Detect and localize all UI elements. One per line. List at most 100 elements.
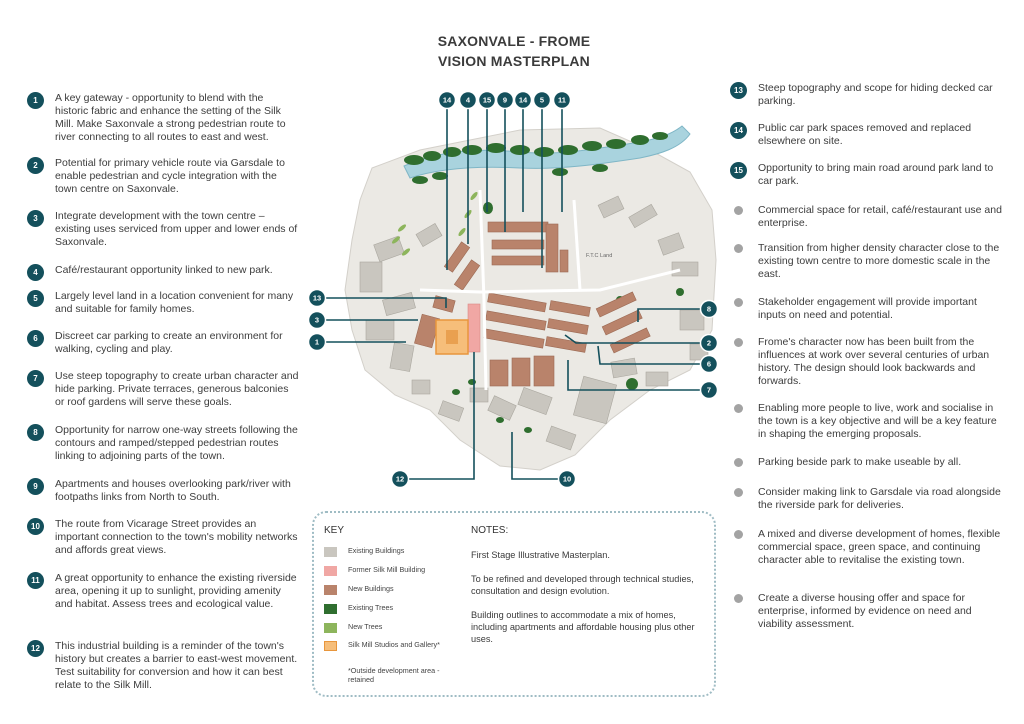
bullet-dot-icon — [734, 244, 743, 253]
map-marker-8[interactable]: 8 — [699, 299, 719, 319]
map-marker-11[interactable]: 11 — [552, 90, 572, 110]
notes-paragraph-1: First Stage Illustrative Masterplan. — [471, 550, 610, 560]
map-marker-1[interactable]: 1 — [307, 332, 327, 352]
title-line-2: VISION MASTERPLAN — [438, 53, 590, 69]
note-text: Largely level land in a location conveni… — [55, 290, 294, 315]
note-number-badge: 11 — [27, 572, 44, 589]
existing-trees — [404, 132, 684, 433]
map-marker-6[interactable]: 6 — [699, 354, 719, 374]
note-text: The route from Vicarage Street provides … — [55, 518, 298, 556]
page-title: SAXONVALE - FROME VISION MASTERPLAN — [330, 31, 698, 71]
note-text: Opportunity for narrow one-way streets f… — [55, 424, 298, 462]
key-swatch — [324, 641, 337, 651]
svg-text:9: 9 — [503, 96, 507, 105]
note-number-badge: 9 — [27, 478, 44, 495]
map-marker-14b[interactable]: 14 — [513, 90, 533, 110]
note-text: Steep topography and scope for hiding de… — [758, 82, 993, 107]
svg-text:15: 15 — [483, 96, 491, 105]
map-marker-7[interactable]: 7 — [699, 380, 719, 400]
bullet-dot-icon — [734, 404, 743, 413]
note-number-badge: 1 — [27, 92, 44, 109]
note-text: Use steep topography to create urban cha… — [55, 370, 299, 408]
map-marker-14a[interactable]: 14 — [437, 90, 457, 110]
svg-text:11: 11 — [558, 96, 566, 105]
svg-text:10: 10 — [563, 475, 571, 484]
svg-text:3: 3 — [315, 316, 319, 325]
svg-text:14: 14 — [519, 96, 528, 105]
note-item: A mixed and diverse development of homes… — [730, 528, 1002, 567]
svg-text:6: 6 — [707, 360, 711, 369]
title-line-1: SAXONVALE - FROME — [437, 33, 591, 49]
note-text: Commercial space for retail, café/restau… — [758, 204, 1002, 229]
note-text: Integrate development with the town cent… — [55, 210, 298, 248]
key-swatch — [324, 623, 337, 633]
note-text: Discreet car parking to create an enviro… — [55, 330, 283, 355]
note-text: Enabling more people to live, work and s… — [758, 402, 997, 440]
marker-leaders — [317, 100, 709, 480]
note-text: A great opportunity to enhance the exist… — [55, 572, 297, 610]
note-number-badge: 8 — [27, 424, 44, 441]
map-marker-3[interactable]: 3 — [307, 310, 327, 330]
key-swatch — [324, 585, 337, 595]
svg-text:13: 13 — [313, 294, 321, 303]
bullet-dot-icon — [734, 206, 743, 215]
note-text: Frome's character now has been built fro… — [758, 336, 990, 387]
map-marker-13[interactable]: 13 — [307, 288, 327, 308]
ftc-land-label: F.T.C Land — [586, 253, 612, 259]
former-silk-mill — [467, 303, 481, 353]
map-marker-15[interactable]: 15 — [477, 90, 497, 110]
note-number-badge: 13 — [730, 82, 747, 99]
note-item: Stakeholder engagement will provide impo… — [730, 296, 1002, 322]
note-text: Transition from higher density character… — [758, 242, 1000, 280]
map-markers: 14 4 15 9 14 5 11 13 3 1 8 2 6 7 12 10 — [307, 90, 719, 489]
key-label: Existing Trees — [348, 603, 394, 612]
bullet-dot-icon — [734, 488, 743, 497]
notes-paragraph-2: To be refined and developed through tech… — [471, 574, 694, 596]
note-item: Commercial space for retail, café/restau… — [730, 204, 1002, 230]
note-item: Create a diverse housing offer and space… — [730, 592, 1002, 631]
key-label: Former Silk Mill Building — [348, 565, 426, 574]
note-text: Consider making link to Garsdale via roa… — [758, 486, 1001, 511]
note-item: 5 Largely level land in a location conven… — [27, 290, 299, 316]
key-swatch — [324, 547, 337, 557]
note-item: 1 A key gateway - opportunity to blend wi… — [27, 92, 299, 144]
note-text: Create a diverse housing offer and space… — [758, 592, 972, 630]
note-number-badge: 12 — [27, 640, 44, 657]
key-swatch — [324, 604, 337, 614]
map-marker-10[interactable]: 10 — [557, 469, 577, 489]
notes-title: NOTES: — [471, 525, 509, 536]
key-label: New Trees — [348, 622, 383, 631]
key-swatch — [324, 566, 337, 576]
note-text: A mixed and diverse development of homes… — [758, 528, 1001, 566]
key-label: New Buildings — [348, 584, 394, 593]
silk-mill-studios — [435, 319, 469, 355]
map-marker-2[interactable]: 2 — [699, 333, 719, 353]
bullet-dot-icon — [734, 458, 743, 467]
map-marker-4[interactable]: 4 — [458, 90, 478, 110]
key-and-notes-panel: KEY Existing Buildings Former Silk Mill … — [312, 511, 716, 697]
svg-text:12: 12 — [396, 475, 404, 484]
svg-text:8: 8 — [707, 305, 711, 314]
map-marker-9[interactable]: 9 — [495, 90, 515, 110]
note-number-badge: 14 — [730, 122, 747, 139]
note-item: Transition from higher density character… — [730, 242, 1002, 281]
note-text: Potential for primary vehicle route via … — [55, 157, 285, 195]
map-marker-5[interactable]: 5 — [532, 90, 552, 110]
key-footnote: *Outside development area - retained — [348, 666, 440, 684]
notes-paragraph-3: Building outlines to accommodate a mix o… — [471, 610, 695, 644]
site-base — [344, 127, 717, 471]
note-item: Frome's character now has been built fro… — [730, 336, 1002, 388]
note-text: Stakeholder engagement will provide impo… — [758, 296, 977, 321]
note-text: This industrial building is a reminder o… — [55, 640, 298, 691]
map-marker-12[interactable]: 12 — [390, 469, 410, 489]
note-text: Café/restaurant opportunity linked to ne… — [55, 264, 273, 276]
note-number-badge: 5 — [27, 290, 44, 307]
note-text: A key gateway - opportunity to blend wit… — [55, 92, 286, 143]
svg-text:14: 14 — [443, 96, 452, 105]
